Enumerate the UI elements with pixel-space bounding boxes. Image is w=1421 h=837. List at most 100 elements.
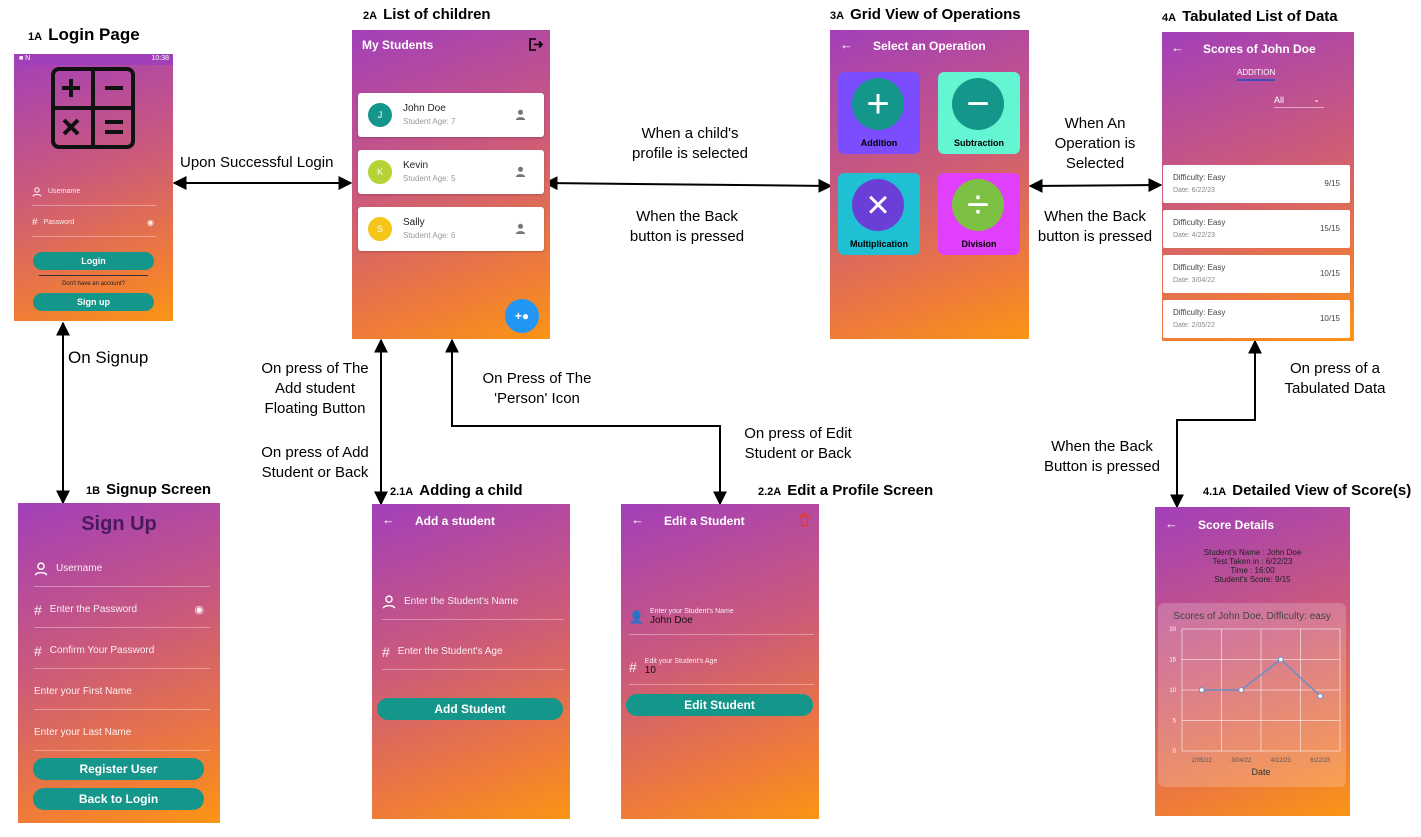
label-line: On Press of The bbox=[482, 370, 592, 387]
info-taken: Test Taken in : 6/22/23 bbox=[1212, 557, 1293, 566]
trash-icon[interactable] bbox=[799, 513, 810, 527]
score-row[interactable]: Difficulty: Easy Date: 2/05/22 10/15 bbox=[1163, 300, 1350, 338]
username-input[interactable]: Username bbox=[34, 551, 210, 587]
student-card[interactable]: J John Doe Student Age: 7 bbox=[358, 93, 544, 137]
label-line: Add student bbox=[274, 380, 356, 397]
data-point bbox=[1277, 656, 1284, 663]
label-person-icon: On Press of The 'Person' Icon bbox=[472, 369, 602, 409]
divider bbox=[39, 275, 148, 276]
row-score: 15/15 bbox=[1319, 224, 1340, 233]
name-placeholder: Enter the Student's Name bbox=[404, 596, 519, 607]
last-name-input[interactable]: Enter your Last Name bbox=[34, 715, 210, 751]
score-row[interactable]: Difficulty: Easy Date: 6/22/23 9/15 bbox=[1163, 165, 1350, 203]
edit-student-button[interactable]: Edit Student bbox=[626, 694, 813, 716]
person-icon bbox=[34, 561, 48, 576]
data-point bbox=[1238, 687, 1245, 693]
label-line: When the Back bbox=[1051, 438, 1153, 455]
age-placeholder: Enter the Student's Age bbox=[397, 646, 503, 657]
password-input[interactable]: # Enter the Password ◉ bbox=[34, 592, 210, 628]
student-name: John Doe bbox=[403, 103, 446, 114]
student-card[interactable]: S Sally Student Age: 6 bbox=[358, 207, 544, 251]
add-student-button[interactable]: Add Student bbox=[377, 698, 563, 720]
data-point bbox=[1317, 693, 1324, 699]
page-title: Select an Operation bbox=[873, 39, 986, 53]
score-row[interactable]: Difficulty: Easy Date: 3/04/22 10/15 bbox=[1163, 255, 1350, 293]
tab-addition[interactable]: ADDITION bbox=[1237, 68, 1276, 81]
back-arrow-icon[interactable]: ← bbox=[840, 37, 853, 52]
filter-select[interactable]: All ⌄ bbox=[1274, 95, 1324, 108]
chart-title: Scores of John Doe, Difficulty: easy bbox=[1173, 611, 1331, 622]
operation-tile[interactable]: + Addition bbox=[838, 72, 920, 154]
y-tick-label: 10 bbox=[1169, 688, 1176, 694]
confirm-password-input[interactable]: # Confirm Your Password bbox=[34, 633, 210, 669]
back-to-login-button[interactable]: Back to Login bbox=[33, 788, 204, 810]
register-button[interactable]: Register User bbox=[33, 758, 204, 780]
title-text: Adding a child bbox=[419, 482, 523, 499]
label-line: When An bbox=[1064, 115, 1126, 132]
y-tick-label: 20 bbox=[1169, 627, 1176, 633]
logout-icon[interactable] bbox=[528, 37, 543, 52]
password-input[interactable]: # Password ◉ bbox=[32, 209, 156, 237]
person-icon[interactable] bbox=[515, 166, 526, 177]
first-name-input[interactable]: Enter your First Name bbox=[34, 674, 210, 710]
label-line: On press of Add bbox=[261, 444, 369, 461]
username-input[interactable]: Username bbox=[32, 178, 156, 206]
operation-tile[interactable]: × Multiplication bbox=[838, 173, 920, 255]
screen-add-child: ← Add a student Enter the Student's Name… bbox=[372, 504, 570, 819]
calculator-logo-icon bbox=[51, 67, 135, 149]
student-age-input[interactable]: # Edit your Student's Age 10 bbox=[629, 649, 814, 685]
score-row[interactable]: Difficulty: Easy Date: 4/22/23 15/15 bbox=[1163, 210, 1350, 248]
title-text: Signup Screen bbox=[106, 481, 212, 498]
title-text: Grid View of Operations bbox=[850, 6, 1021, 23]
operation-tile[interactable]: ÷ Division bbox=[938, 173, 1020, 255]
x-tick-label: 6/22/23 bbox=[1310, 758, 1331, 764]
login-button[interactable]: Login bbox=[33, 252, 154, 270]
eye-off-icon[interactable]: ◉ bbox=[147, 218, 154, 227]
label-fab: On press of The Add student Floating But… bbox=[250, 359, 380, 419]
score-info: Student's Name : John Doe Test Taken in … bbox=[1155, 548, 1350, 584]
eye-off-icon[interactable]: ◉ bbox=[194, 604, 204, 616]
screen-children: My Students J John Doe Student Age: 7 K … bbox=[352, 30, 550, 339]
status-bar: ■ N 10:38 bbox=[14, 54, 173, 65]
label-line: button is pressed bbox=[629, 228, 745, 245]
back-arrow-icon[interactable]: ← bbox=[1171, 40, 1184, 55]
back-arrow-icon[interactable]: ← bbox=[631, 512, 644, 527]
x-tick-label: 2/05/22 bbox=[1192, 758, 1213, 764]
name-field-content: Enter your Student's Name John Doe bbox=[650, 608, 734, 626]
title-add-child: 2.1A Adding a child bbox=[390, 482, 523, 499]
person-icon[interactable] bbox=[515, 223, 526, 234]
operation-tile[interactable]: − Subtraction bbox=[938, 72, 1020, 154]
student-age-input[interactable]: # Enter the Student's Age bbox=[382, 634, 564, 670]
page-title: Score Details bbox=[1198, 518, 1275, 532]
age-value: 10 bbox=[644, 664, 656, 676]
label-line: Operation is bbox=[1054, 135, 1136, 152]
label-line: When the Back bbox=[1044, 208, 1146, 225]
back-arrow-icon[interactable]: ← bbox=[382, 512, 395, 527]
status-time: 10:38 bbox=[151, 55, 169, 62]
label-line: Tabulated Data bbox=[1284, 380, 1386, 397]
label-edit-back: On press of Edit Student or Back bbox=[728, 424, 868, 464]
label-line: Selected bbox=[1065, 155, 1125, 172]
back-arrow-icon[interactable]: ← bbox=[1165, 516, 1178, 531]
label-line: Floating Button bbox=[264, 400, 366, 417]
page-title: Edit a Student bbox=[664, 514, 745, 528]
operation-label: Subtraction bbox=[953, 138, 1004, 148]
filter-value: All bbox=[1274, 95, 1285, 105]
student-name-input[interactable]: Enter the Student's Name bbox=[382, 584, 564, 620]
add-student-fab[interactable]: +● bbox=[505, 299, 539, 333]
label-op-selected: When An Operation is Selected bbox=[1040, 114, 1150, 174]
title-text: Tabulated List of Data bbox=[1182, 8, 1338, 25]
avatar: K bbox=[368, 160, 392, 184]
title-num: 2.1A bbox=[390, 486, 414, 498]
name-value: John Doe bbox=[649, 614, 693, 626]
student-name-input[interactable]: 👤 Enter your Student's Name John Doe bbox=[629, 599, 814, 635]
person-icon[interactable] bbox=[515, 109, 526, 120]
password-placeholder: Enter the Password bbox=[49, 604, 138, 615]
signup-button[interactable]: Sign up bbox=[33, 293, 154, 311]
add-person-icon: +● bbox=[514, 309, 530, 323]
student-card[interactable]: K Kevin Student Age: 5 bbox=[358, 150, 544, 194]
title-num: 2.2A bbox=[758, 486, 782, 498]
